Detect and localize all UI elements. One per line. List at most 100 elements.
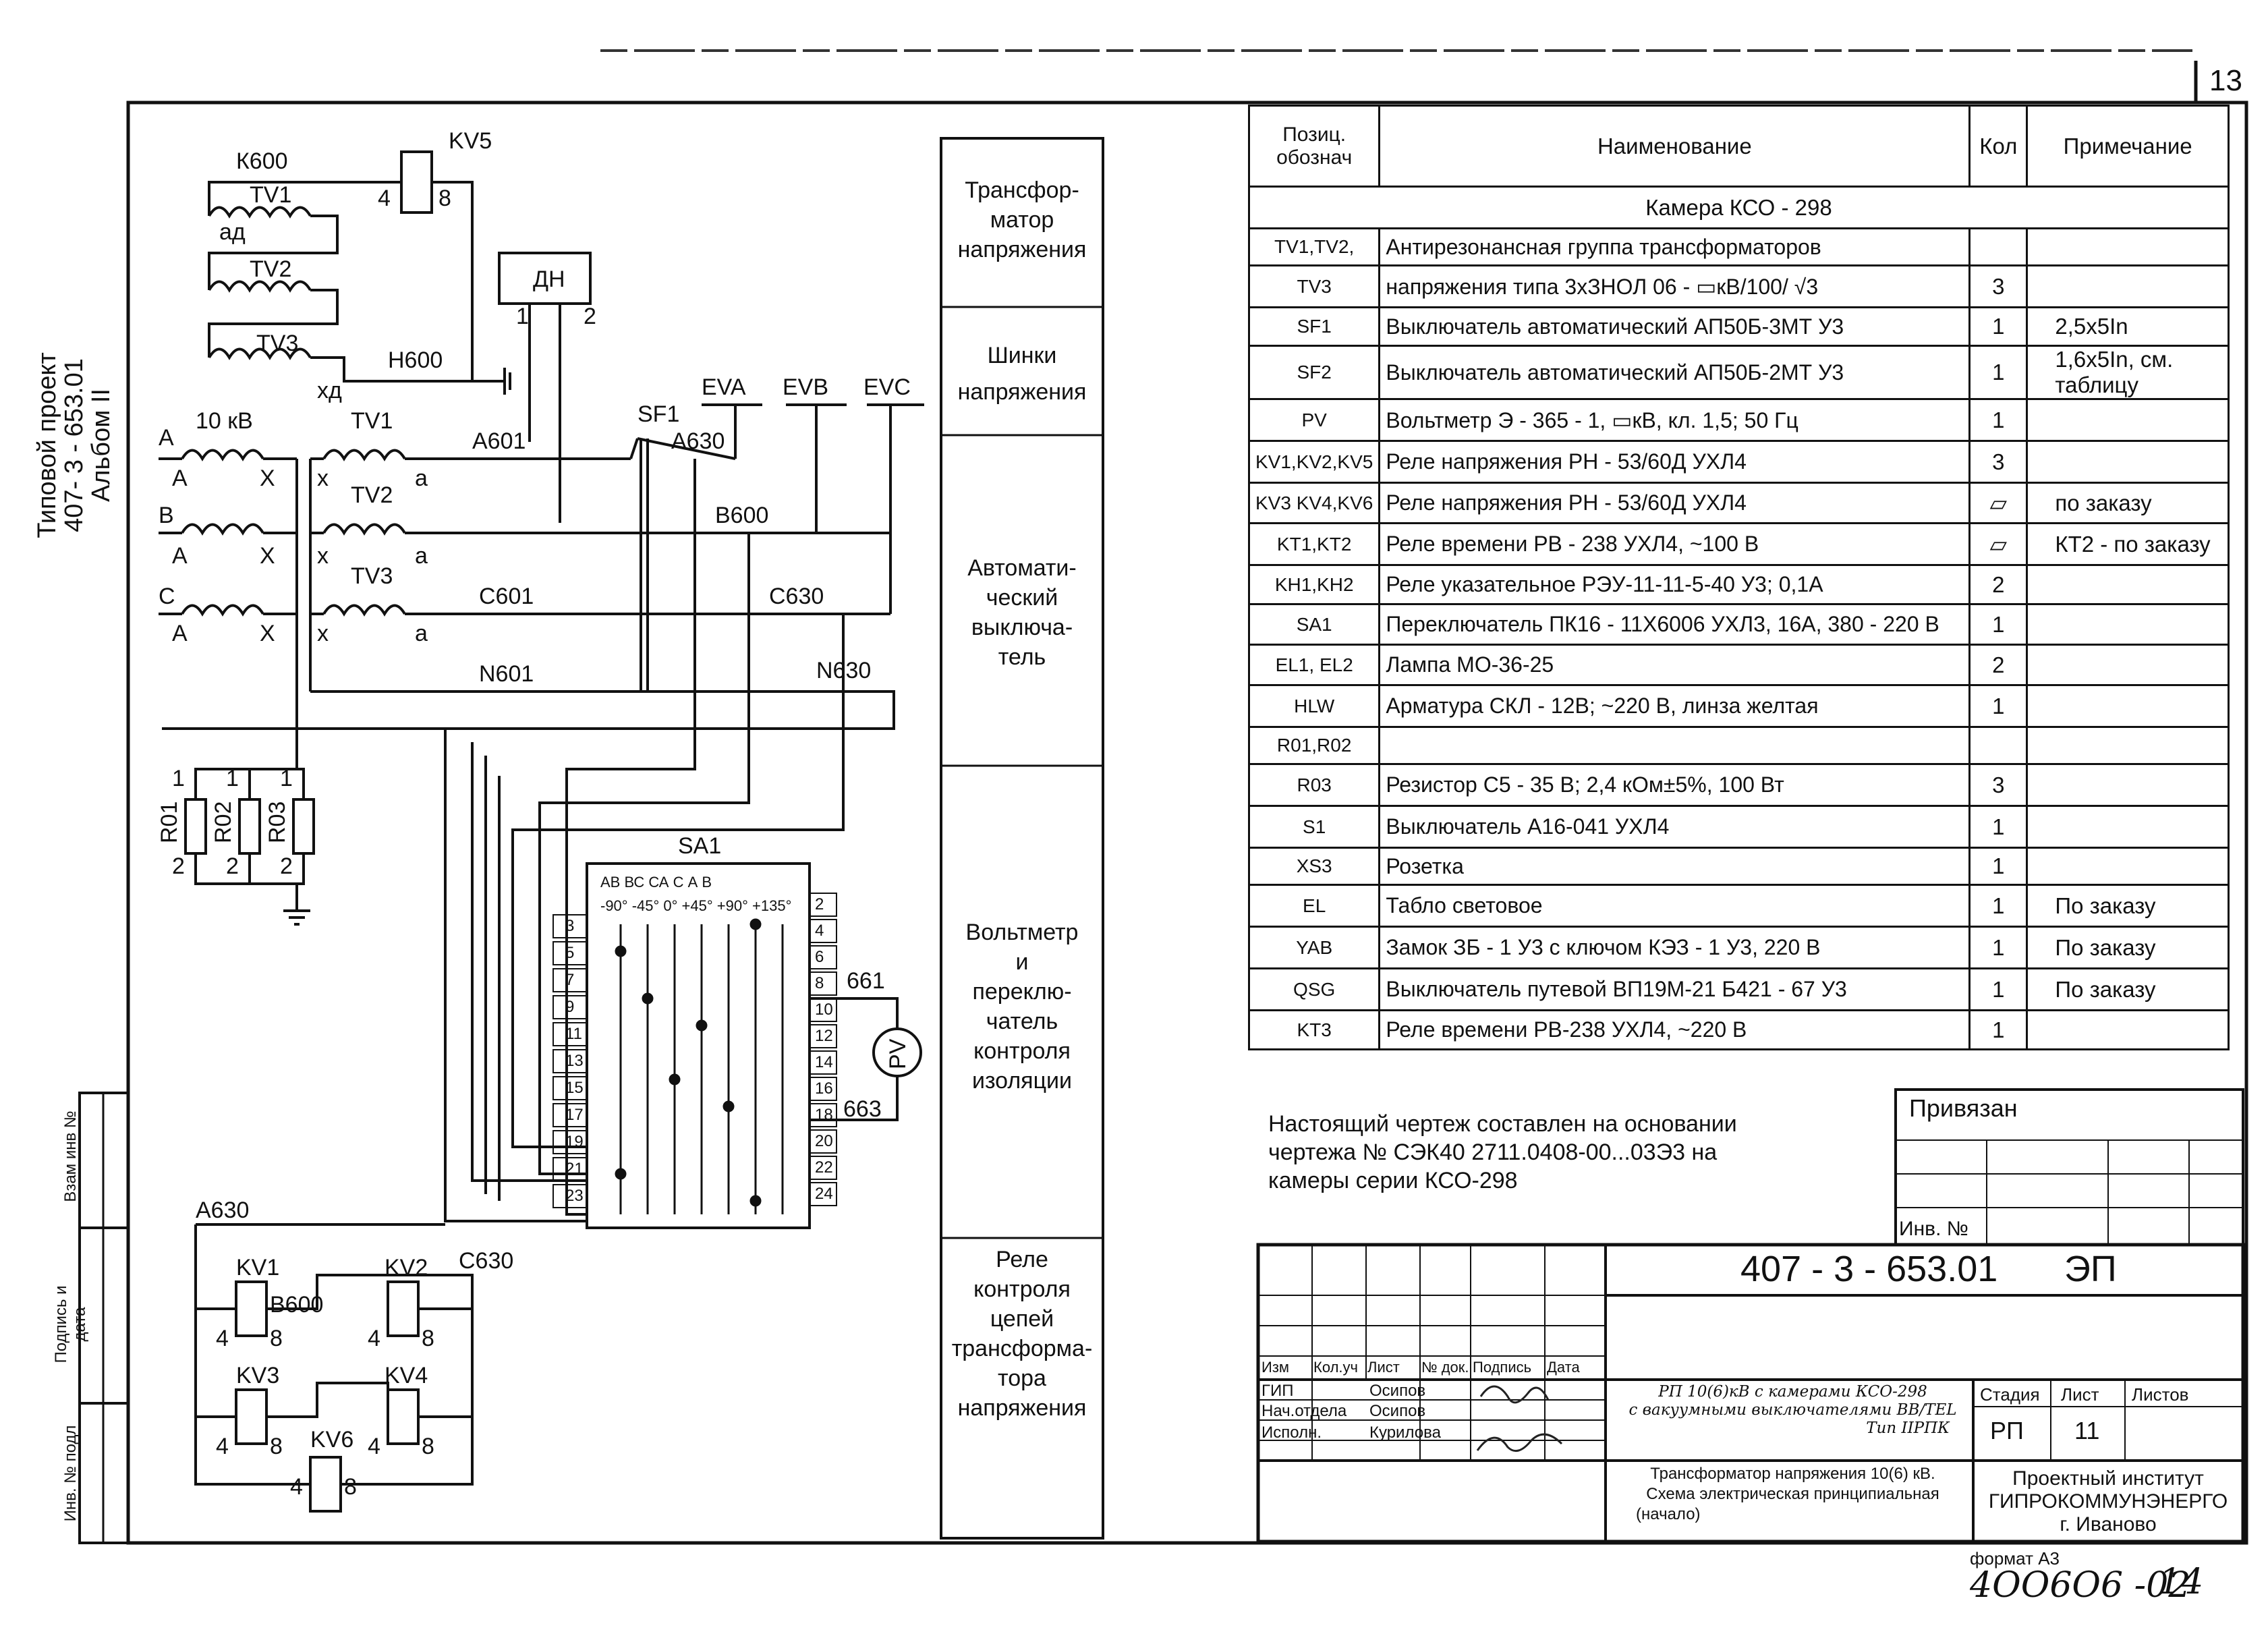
name-gip: Осипов [1369, 1382, 1426, 1400]
sa1-left-terminal [552, 941, 588, 965]
sa1-right-pin: 22 [815, 1158, 833, 1177]
spec-qty: 1 [1968, 1009, 2029, 1050]
label-c630-bottom: С630 [459, 1248, 513, 1274]
role-ispoln: Исполн. [1261, 1423, 1322, 1442]
spec-position: KT3 [1247, 1009, 1381, 1050]
label-kv2-pin4: 4 [368, 1326, 380, 1351]
label-kv6-pin8: 8 [344, 1474, 357, 1500]
col-qty: Кол [1968, 105, 2029, 188]
spec-qty: 1 [1968, 398, 2029, 442]
sa1-left-terminal [552, 1157, 588, 1181]
spec-note: 2,5х5In [2026, 306, 2230, 347]
sa1-right-terminal [809, 1182, 837, 1206]
col-name: Наименование [1378, 105, 1971, 188]
spec-qty: 1 [1968, 684, 2029, 728]
spec-name: Резистор С5 - 35 В; 2,4 кОм±5%, 100 Вт [1378, 763, 1971, 807]
spec-name [1378, 726, 1971, 765]
sa1-right-pin: 14 [815, 1053, 833, 1071]
label-tv1-sec: TV1 [250, 182, 291, 208]
archive-page: 14 [2159, 1562, 2204, 1602]
label-kv1-pin8: 8 [270, 1326, 283, 1351]
label-kv5-pin8: 8 [438, 186, 451, 211]
label-pv: PV [885, 1038, 911, 1069]
spec-position: TV1,TV2, [1247, 227, 1381, 266]
spec-note [2026, 1009, 2230, 1050]
sa1-right-pin: 8 [815, 974, 824, 992]
archive-number: 4ОО6О6 -02 [1970, 1565, 2191, 1606]
sa1-right-terminal [809, 971, 837, 996]
label-kv6: KV6 [310, 1427, 353, 1452]
drawing-title-1: Трансформатор напряжения 10(6) кВ. [1650, 1465, 1935, 1483]
label-xd: хд [317, 378, 342, 403]
label-r01-pin1: 1 [172, 766, 185, 791]
stage-label: Стадия [1980, 1384, 2040, 1405]
spec-qty: ▱ [1968, 522, 2029, 566]
sa1-left-terminal [552, 1049, 588, 1073]
spec-name: напряжения типа 3хЗНОЛ 06 - ▭кВ/100/ √3 [1378, 264, 1971, 308]
label-sa1-angles: -90° -45° 0° +45° +90° +135° [600, 897, 791, 914]
spec-position: R03 [1247, 763, 1381, 807]
name-ispoln: Курилова [1369, 1423, 1441, 1442]
label-kv4: KV4 [385, 1363, 428, 1388]
spec-name: Табло световое [1378, 884, 1971, 928]
spec-note: по заказу [2026, 482, 2230, 524]
spec-qty: 1 [1968, 345, 2029, 400]
spec-name: Выключатель автоматический АП50Б-3МТ У3 [1378, 306, 1971, 347]
spec-note: КТ2 - по заказу [2026, 522, 2230, 566]
label-phase-a: А [159, 425, 174, 451]
spec-name: Арматура СКЛ - 12В; ~220 В, линза желтая [1378, 684, 1971, 728]
org-line1: Проектный институт [2012, 1467, 2204, 1490]
label-661: 661 [847, 968, 885, 994]
sa1-right-pin: 4 [815, 922, 824, 940]
label-sf1: SF1 [637, 401, 679, 427]
spec-position: SA1 [1247, 603, 1381, 646]
revision-col-header: Лист [1367, 1359, 1400, 1376]
sa1-right-terminal [809, 893, 837, 917]
label-evc: EVC [863, 374, 911, 400]
spec-note [2026, 264, 2230, 308]
label-kv3: KV3 [236, 1363, 279, 1388]
sa1-right-terminal [809, 1103, 837, 1127]
sa1-right-pin: 18 [815, 1106, 833, 1124]
spec-position: EL1, EL2 [1247, 644, 1381, 686]
label-la2: а [415, 543, 428, 569]
format-label: формат А3 [1970, 1548, 2060, 1569]
spec-qty [1968, 726, 2029, 765]
spec-position: HLW [1247, 684, 1381, 728]
sa1-right-terminal [809, 945, 837, 969]
label-kv4-pin8: 8 [422, 1434, 434, 1459]
sa1-left-terminal [552, 1022, 588, 1046]
revision-col-header: Подпись [1473, 1359, 1532, 1376]
spec-name: Замок ЗБ - 1 У3 с ключом КЭЗ - 1 У3, 220… [1378, 926, 1971, 969]
spec-qty: ▱ [1968, 482, 2029, 524]
spec-row: TV1,TV2,Антирезонансная группа трансформ… [1247, 227, 2230, 266]
spec-name: Реле времени РВ-238 УХЛ4, ~220 В [1378, 1009, 1971, 1050]
label-663: 663 [843, 1096, 882, 1122]
drawing-note: Настоящий чертеж составлен на основании … [1268, 1110, 1737, 1195]
spec-position: SF1 [1247, 306, 1381, 347]
spec-note [2026, 684, 2230, 728]
spec-note: 1,6х5In, см. таблицу [2026, 345, 2230, 400]
label-a2: А [172, 543, 188, 569]
label-a1: А [172, 466, 188, 491]
label-n601: N601 [479, 661, 534, 687]
label-phase-b: В [159, 503, 174, 528]
spec-name: Реле напряжения РН - 53/60Д УХЛ4 [1378, 440, 1971, 484]
spec-position: S1 [1247, 805, 1381, 849]
spec-note [2026, 440, 2230, 484]
sa1-right-terminal [809, 919, 837, 943]
project-desc-2: с вакуумными выключателями ВВ/TEL [1628, 1401, 1957, 1419]
spec-note: По заказу [2026, 884, 2230, 928]
sa1-left-pin: 21 [565, 1160, 584, 1178]
spec-note [2026, 644, 2230, 686]
spec-table: Позиц. обознач Наименование Кол Примечан… [1247, 105, 2230, 1050]
label-dn-pin1: 1 [516, 304, 529, 329]
